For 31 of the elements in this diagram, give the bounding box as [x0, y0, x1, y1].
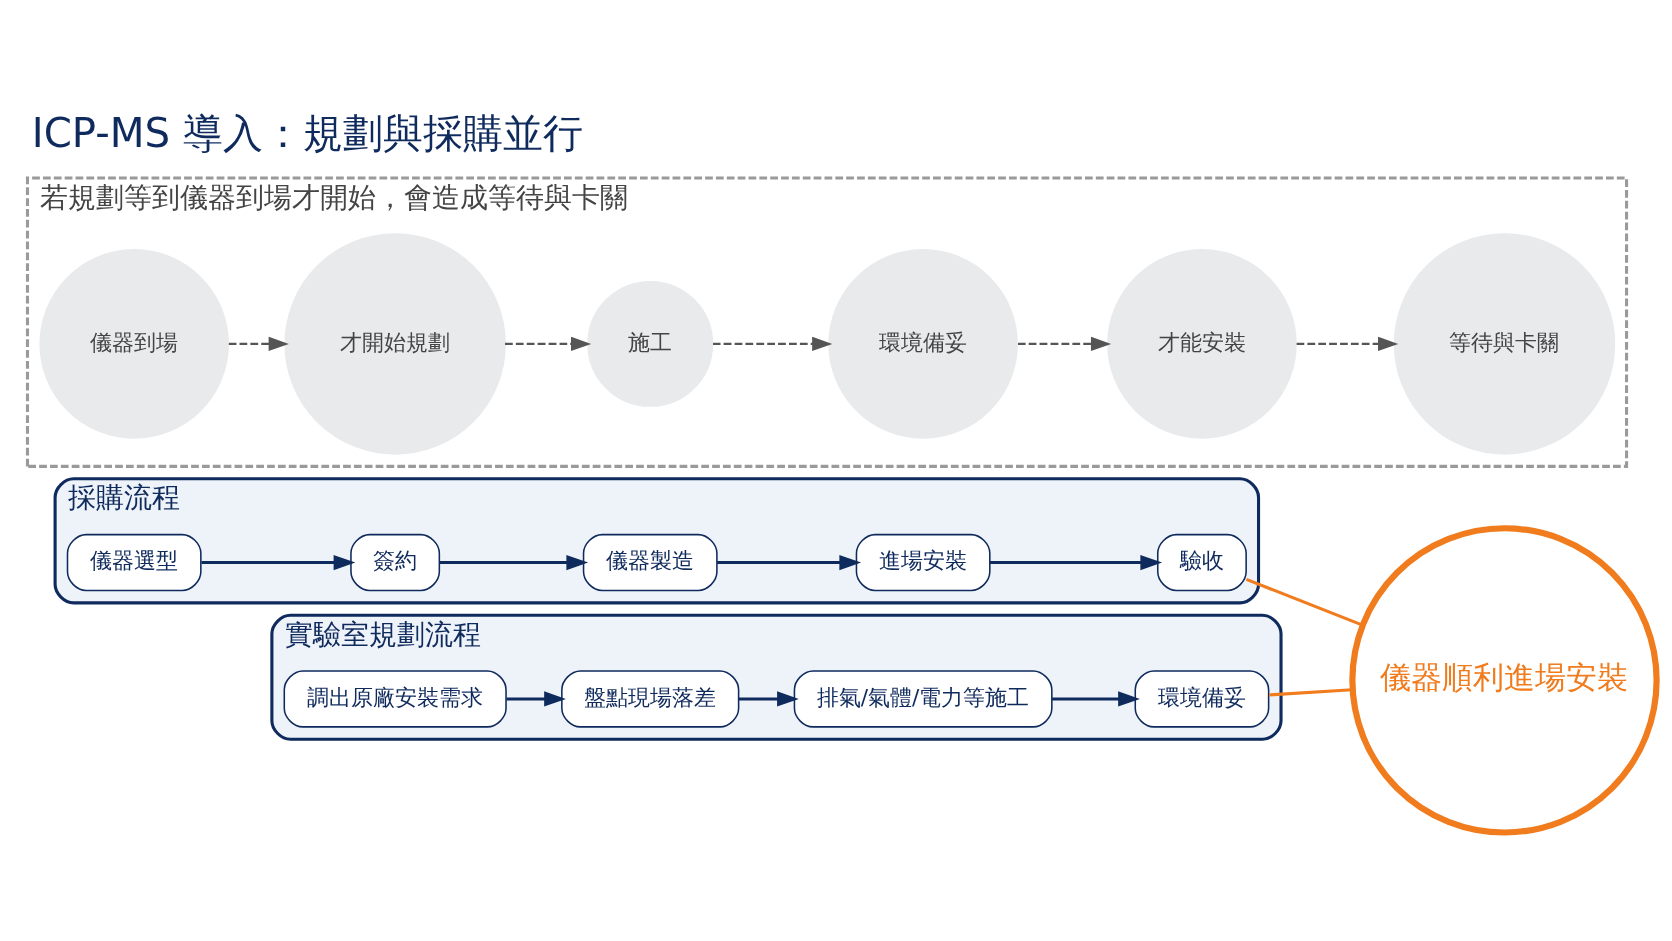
arrow — [505, 336, 592, 351]
node-circle: 等待與卡關 — [1393, 233, 1616, 455]
node-box: 驗收 — [1157, 533, 1247, 592]
arrow — [738, 691, 799, 707]
node-circle: 施工 — [587, 280, 714, 407]
arrow — [717, 554, 862, 571]
arrow — [713, 336, 833, 351]
node-box: 儀器選型 — [66, 533, 202, 592]
node-box: 簽約 — [350, 533, 441, 592]
connector — [1245, 577, 1363, 627]
node-circle: 才能安裝 — [1107, 249, 1297, 439]
node-box: 調出原廠安裝需求 — [283, 670, 507, 728]
node-box: 儀器製造 — [582, 533, 718, 592]
node-box: 盤點現場落差 — [561, 670, 740, 728]
arrow — [1052, 691, 1140, 707]
arrow — [201, 554, 356, 571]
arrow — [990, 554, 1163, 571]
node-box: 進場安裝 — [855, 533, 991, 592]
node-circle: 才開始規劃 — [284, 233, 506, 455]
node-box: 環境備妥 — [1134, 670, 1270, 728]
diagram-title: ICP-MS 導入：規劃與採購並行 — [31, 109, 583, 157]
arrow — [1296, 336, 1399, 351]
node-circle: 儀器順利進場安裝 — [1349, 525, 1660, 836]
arrow — [228, 336, 289, 351]
arrow — [506, 691, 566, 707]
node-circle: 儀器到場 — [39, 249, 229, 439]
node-box: 排氣/氣體/電力等施工 — [793, 670, 1053, 728]
connector — [1269, 688, 1353, 697]
node-circle: 環境備妥 — [828, 249, 1018, 439]
arrow — [1018, 336, 1112, 351]
arrow — [439, 554, 589, 571]
